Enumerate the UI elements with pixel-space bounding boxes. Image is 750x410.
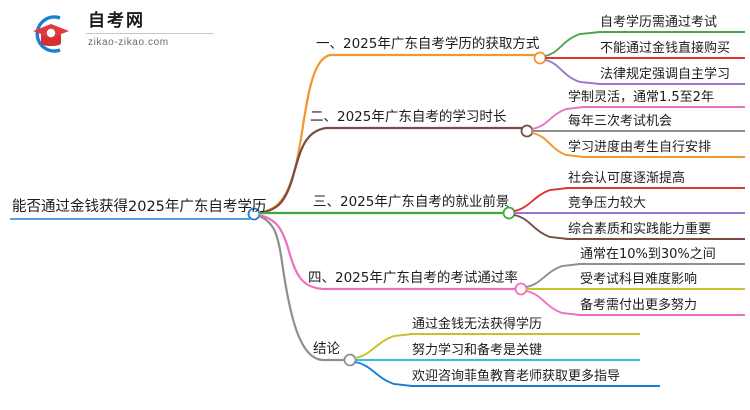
logo-text-block: 自考网 zikao-zikao.com: [86, 10, 216, 49]
branch-2-child-1-line: [531, 106, 585, 130]
branch-1-line: [258, 53, 537, 215]
logo-url: zikao-zikao.com: [88, 37, 169, 48]
branch-2-label[interactable]: 二、2025年广东自考的学习时长: [310, 109, 507, 125]
branch-5-child-1-line: [354, 333, 413, 359]
logo-name: 自考网: [88, 11, 145, 31]
branch-3-child-3-line: [513, 214, 569, 240]
branch-1-child-3-label[interactable]: 法律规定强调自主学习: [600, 67, 731, 82]
branch-2-hub[interactable]: [520, 124, 534, 138]
branch-4-child-1-line: [525, 263, 581, 288]
branch-4-child-3-label[interactable]: 备考需付出更多努力: [580, 298, 698, 313]
branch-2-child-3-line: [531, 132, 585, 158]
branch-5-child-1-label[interactable]: 通过金钱无法获得学历: [412, 317, 543, 332]
logo-divider: [86, 33, 214, 34]
branch-5-line: [258, 214, 346, 362]
branch-5-child-2-label[interactable]: 努力学习和备考是关键: [412, 343, 543, 358]
root-topic[interactable]: 能否通过金钱获得2025年广东自考学历: [12, 199, 267, 215]
branch-4-child-2-label[interactable]: 受考试科目难度影响: [580, 272, 698, 287]
branch-2-line: [258, 126, 524, 215]
branch-1-child-1-line: [544, 31, 601, 57]
branch-5-child-3-label[interactable]: 欢迎咨询菲鱼教育老师获取更多指导: [412, 369, 621, 384]
branch-1-hub[interactable]: [533, 51, 547, 65]
branch-4-label[interactable]: 四、2025年广东自考的考试通过率: [308, 270, 518, 286]
branch-5-label[interactable]: 结论: [313, 341, 340, 357]
branch-5-hub[interactable]: [343, 353, 357, 367]
branch-1-child-3-line: [544, 59, 601, 85]
branch-2-child-3-label[interactable]: 学习进度由考生自行安排: [568, 140, 712, 155]
branch-4-child-3-line: [525, 290, 581, 316]
branch-1-child-1-label[interactable]: 自考学历需通过考试: [600, 15, 718, 30]
branch-3-label[interactable]: 三、2025年广东自考的就业前景: [313, 194, 510, 210]
branch-2-child-1-label[interactable]: 学制灵活，通常1.5至2年: [568, 90, 714, 105]
branch-3-child-1-line: [513, 187, 569, 212]
branch-4-child-1-label[interactable]: 通常在10%到30%之间: [580, 247, 716, 262]
graduation-cap-icon: [33, 15, 69, 53]
branch-1-child-2-label[interactable]: 不能通过金钱直接购买: [600, 41, 731, 56]
site-logo: 自考网 zikao-zikao.com: [28, 10, 218, 58]
branch-1-label[interactable]: 一、2025年广东自考学历的获取方式: [316, 36, 540, 52]
branch-5-child-3-line: [354, 361, 413, 387]
branch-3-child-2-label[interactable]: 竞争压力较大: [568, 196, 647, 211]
branch-3-child-1-label[interactable]: 社会认可度逐渐提高: [568, 171, 686, 186]
branch-3-child-3-label[interactable]: 综合素质和实践能力重要: [568, 222, 712, 237]
branch-4-line: [258, 213, 518, 291]
branch-2-child-2-label[interactable]: 每年三次考试机会: [568, 114, 673, 129]
